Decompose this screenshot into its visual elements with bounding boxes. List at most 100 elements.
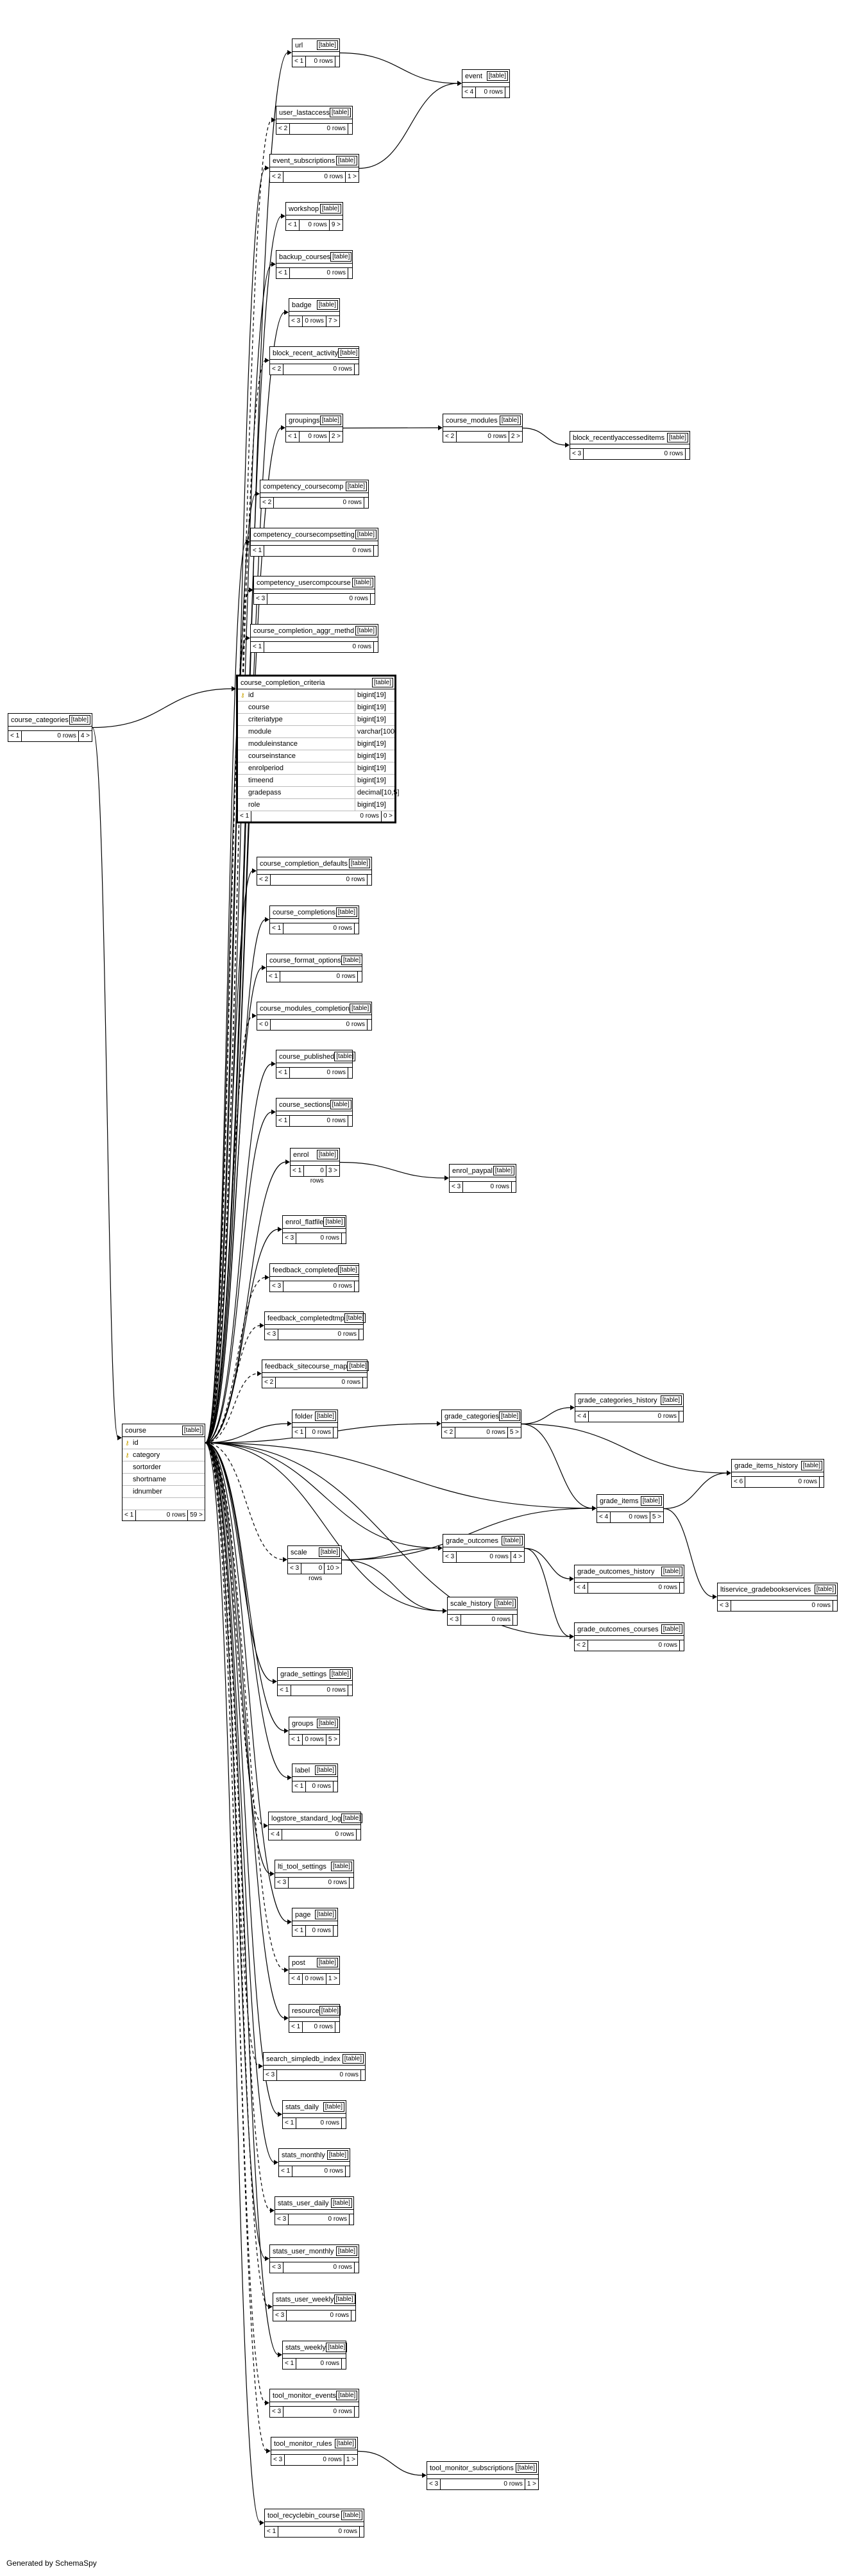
parent-count[interactable]: 0 > <box>383 812 393 820</box>
table-enrol-flatfile[interactable]: enrol_flatfile [table] < 3 0 rows <box>282 1215 346 1244</box>
child-count[interactable]: < 1 <box>292 56 307 67</box>
child-count[interactable]: < 3 <box>271 2455 285 2465</box>
table-course-format-options[interactable]: course_format_options [table] < 1 0 rows <box>266 954 363 982</box>
table-stats-daily[interactable]: stats_daily [table] < 1 0 rows <box>282 2100 346 2129</box>
parent-count[interactable] <box>335 2022 339 2032</box>
child-count[interactable]: < 1 <box>291 1166 305 1176</box>
parent-count[interactable] <box>342 2359 346 2369</box>
child-count[interactable]: < 1 <box>289 2022 303 2032</box>
child-count[interactable]: < 4 <box>597 1512 611 1522</box>
parent-count[interactable]: 5 > <box>328 1736 337 1743</box>
parent-count[interactable] <box>513 1615 517 1625</box>
table-resource[interactable]: resource [table] < 1 0 rows <box>289 2004 341 2033</box>
child-count[interactable]: < 1 <box>278 1685 292 1696</box>
table-enrol-paypal[interactable]: enrol_paypal [table] < 3 0 rows <box>449 1164 516 1193</box>
child-count[interactable]: < 3 <box>275 1878 289 1888</box>
parent-count[interactable] <box>334 1781 337 1792</box>
table-competency-usercompcourse[interactable]: competency_usercompcourse [table] < 3 0 … <box>253 576 375 605</box>
child-count[interactable]: < 1 <box>265 2527 279 2537</box>
parent-count[interactable] <box>359 1329 363 1340</box>
child-count[interactable]: < 4 <box>269 1830 283 1840</box>
child-count[interactable]: < 2 <box>276 124 291 134</box>
table-user-lastaccess[interactable]: user_lastaccess [table] < 2 0 rows <box>276 106 353 135</box>
table-tool-monitor-rules[interactable]: tool_monitor_rules [table] < 3 0 rows 1 … <box>271 2437 358 2466</box>
child-count[interactable]: < 3 <box>283 1233 297 1243</box>
table-search-simpledb-index[interactable]: search_simpledb_index [table] < 3 0 rows <box>263 2052 366 2081</box>
table-feedback-completed[interactable]: feedback_completed [table] < 3 0 rows <box>269 1263 359 1292</box>
table-enrol[interactable]: enrol [table] < 1 0 rows 3 > <box>290 1148 340 1184</box>
child-count[interactable]: < 4 <box>462 87 477 97</box>
parent-count[interactable] <box>820 1477 824 1487</box>
parent-count[interactable] <box>355 1281 359 1292</box>
child-count[interactable]: < 4 <box>575 1411 589 1422</box>
child-count[interactable]: < 2 <box>257 875 271 885</box>
child-count[interactable]: < 1 <box>283 2359 297 2369</box>
child-count[interactable]: < 2 <box>262 1377 276 1388</box>
child-count[interactable]: < 1 <box>251 642 265 652</box>
parent-count[interactable] <box>360 2527 364 2537</box>
parent-count[interactable] <box>374 546 378 556</box>
parent-count[interactable] <box>348 124 352 134</box>
table-competency-coursecomp[interactable]: competency_coursecomp [table] < 2 0 rows <box>260 480 369 509</box>
table-course-completions[interactable]: course_completions [table] < 1 0 rows <box>269 905 359 934</box>
child-count[interactable]: < 1 <box>276 268 291 278</box>
table-grade-settings[interactable]: grade_settings [table] < 1 0 rows <box>277 1667 353 1696</box>
child-count[interactable]: < 1 <box>276 1068 291 1078</box>
child-count[interactable]: < 1 <box>8 731 22 741</box>
parent-count[interactable] <box>350 1878 353 1888</box>
table-feedback-completedtmp[interactable]: feedback_completedtmp [table] < 3 0 rows <box>264 1311 366 1340</box>
table-lti-tool-settings[interactable]: lti_tool_settings [table] < 3 0 rows <box>275 1860 354 1889</box>
table-url[interactable]: url [table] < 1 0 rows <box>292 38 340 67</box>
parent-count[interactable] <box>348 1068 352 1078</box>
parent-count[interactable] <box>686 449 689 459</box>
table-groupings[interactable]: groupings [table] < 1 0 rows 2 > <box>285 414 343 442</box>
child-count[interactable]: < 1 <box>279 2166 293 2176</box>
parent-count[interactable]: 59 > <box>190 1511 203 1519</box>
child-count[interactable]: < 1 <box>238 811 252 821</box>
child-count[interactable]: < 1 <box>283 2118 297 2128</box>
table-course-modules-completion[interactable]: course_modules_completion [table] < 0 0 … <box>257 1002 372 1031</box>
child-count[interactable]: < 2 <box>442 1427 456 1438</box>
parent-count[interactable]: 2 > <box>511 433 520 440</box>
parent-count[interactable] <box>355 2262 359 2273</box>
child-count[interactable]: < 3 <box>273 2311 287 2321</box>
table-tool-monitor-events[interactable]: tool_monitor_events [table] < 3 0 rows <box>269 2389 359 2418</box>
child-count[interactable]: < 3 <box>718 1601 732 1611</box>
parent-count[interactable]: 1 > <box>347 173 357 180</box>
parent-count[interactable]: 2 > <box>331 433 341 440</box>
table-tool-monitor-subscriptions[interactable]: tool_monitor_subscriptions [table] < 3 0… <box>427 2461 539 2490</box>
table-folder[interactable]: folder [table] < 1 0 rows <box>292 1410 338 1438</box>
parent-count[interactable] <box>368 1020 371 1030</box>
child-count[interactable]: < 1 <box>251 546 265 556</box>
child-count[interactable]: < 3 <box>427 2479 441 2489</box>
child-count[interactable]: < 2 <box>260 498 275 508</box>
table-course-modules[interactable]: course_modules [table] < 2 0 rows 2 > <box>443 414 523 442</box>
table-post[interactable]: post [table] < 4 0 rows 1 > <box>289 1956 340 1985</box>
parent-count[interactable] <box>348 268 352 278</box>
parent-count[interactable]: 3 > <box>328 1167 337 1174</box>
table-stats-user-daily[interactable]: stats_user_daily [table] < 3 0 rows <box>275 2196 354 2225</box>
table-course-completion-criteria[interactable]: course_completion_criteria [table] ⚷id b… <box>236 675 399 823</box>
table-grade-items[interactable]: grade_items [table] < 4 0 rows 5 > <box>596 1494 664 1523</box>
child-count[interactable]: < 3 <box>264 2070 278 2080</box>
parent-count[interactable] <box>679 1411 683 1422</box>
child-count[interactable]: < 4 <box>289 1974 303 1984</box>
parent-count[interactable] <box>335 56 339 67</box>
parent-count[interactable] <box>355 2407 359 2417</box>
child-count[interactable]: < 3 <box>450 1182 464 1192</box>
table-course-sections[interactable]: course_sections [table] < 1 0 rows <box>276 1098 353 1127</box>
child-count[interactable]: < 6 <box>732 1477 746 1487</box>
table-ltiservice-gradebookservices[interactable]: ltiservice_gradebookservices [table] < 3… <box>717 1583 838 1612</box>
parent-count[interactable] <box>833 1601 837 1611</box>
table-stats-user-monthly[interactable]: stats_user_monthly [table] < 3 0 rows <box>269 2244 359 2273</box>
parent-count[interactable] <box>334 1427 337 1438</box>
parent-count[interactable]: 10 > <box>326 1565 339 1572</box>
parent-count[interactable] <box>680 1583 684 1593</box>
table-course-completion-aggr-methd[interactable]: course_completion_aggr_methd [table] < 1… <box>250 624 378 653</box>
table-grade-outcomes-courses[interactable]: grade_outcomes_courses [table] < 2 0 row… <box>574 1622 684 1651</box>
child-count[interactable]: < 3 <box>448 1615 462 1625</box>
child-count[interactable]: < 1 <box>292 1427 307 1438</box>
parent-count[interactable] <box>363 1377 367 1388</box>
parent-count[interactable] <box>355 923 359 934</box>
parent-count[interactable] <box>346 2166 350 2176</box>
